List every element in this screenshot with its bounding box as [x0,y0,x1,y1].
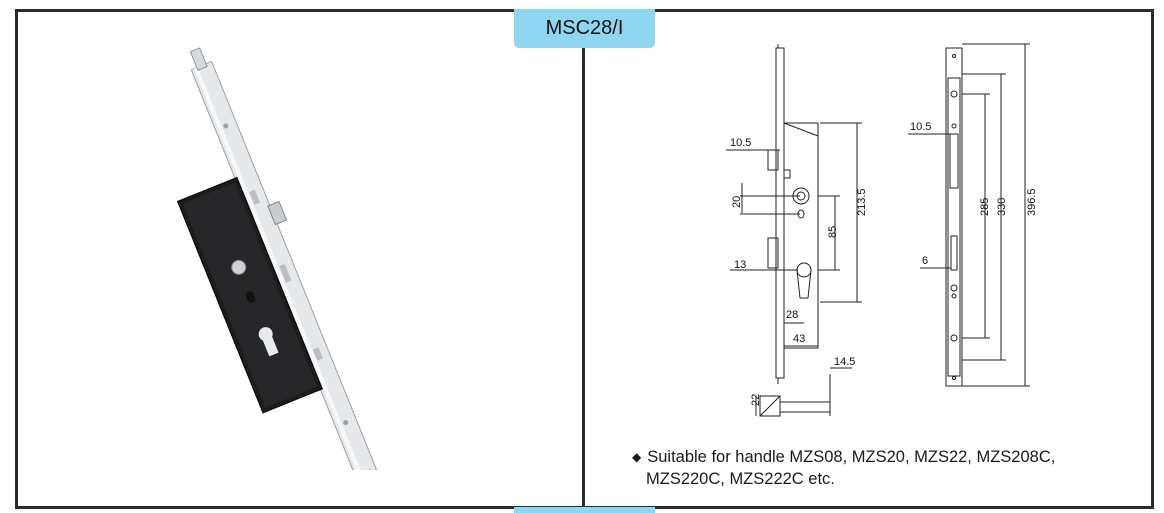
dim-backset: 28 [786,309,798,321]
dim-hub-to-cylinder: 85 [827,226,839,238]
note-text-1: Suitable for handle MZS08, MZS20, MZS22,… [647,448,1056,466]
product-photo [176,47,378,470]
dim-lower-offset: 13 [734,259,746,271]
dim-hub-offset: 20 [731,196,743,208]
model-title-tab: MSC28/I [514,9,655,48]
diamond-bullet-icon: ◆ [632,450,642,464]
next-section-tab [514,507,655,513]
note-line-2: MZS220C, MZS222C etc. [646,470,835,488]
dim-side-offset-top: 10.5 [910,121,931,133]
dim-screw-outer: 330 [996,198,1008,216]
center-divider [582,44,585,508]
technical-drawing: 10.5 20 13 85 213.5 28 43 14.5 22 10.5 6… [726,43,1038,417]
dim-faceplate-span: 213.5 [856,188,868,216]
note-line-1: ◆ Suitable for handle MZS08, MZS20, MZS22… [632,447,1102,469]
dim-faceplate-depth: 22 [750,394,762,406]
dim-overall-length: 396.5 [1026,188,1038,216]
model-title: MSC28/I [545,17,624,39]
compatibility-note: ◆ Suitable for handle MZS08, MZS20, MZS22… [632,447,1102,490]
dim-screw-inner: 285 [979,198,991,216]
dim-faceplate-width: 14.5 [834,356,855,368]
dim-side-offset-low: 6 [922,255,928,267]
dim-case-width: 43 [793,333,805,345]
dim-front-offset: 10.5 [730,137,751,149]
